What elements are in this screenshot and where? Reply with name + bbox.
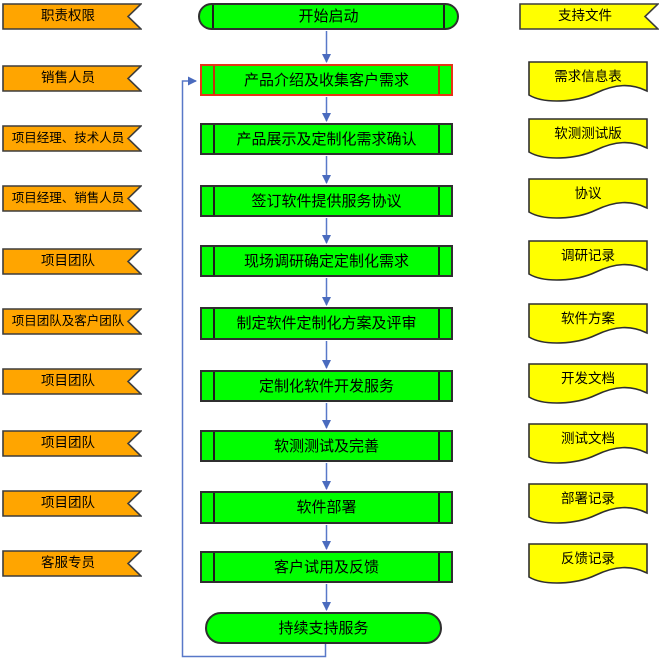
ribbon-shape: [519, 3, 659, 30]
documents-header-ribbon[interactable]: 支持文件: [519, 3, 659, 30]
flow-step[interactable]: 现场调研确定定制化需求: [200, 245, 453, 277]
ribbon-shape: [2, 3, 142, 30]
flow-step-label: 客户试用及反馈: [273, 557, 379, 576]
document-label: 需求信息表: [554, 69, 622, 86]
role-label: 项目团队: [41, 252, 95, 269]
document-outline: [528, 543, 648, 584]
flow-step-selected[interactable]: 产品介绍及收集客户需求: [200, 64, 453, 96]
document-label: 部署记录: [561, 491, 615, 508]
document-shape[interactable]: 协议: [528, 178, 648, 221]
role-label: 职责权限: [41, 7, 95, 24]
flow-step-label: 产品展示及定制化需求确认: [236, 129, 417, 148]
flow-step[interactable]: 客户试用及反馈: [200, 551, 453, 583]
document-shape[interactable]: 开发文档: [528, 363, 648, 406]
document-label: 开发文档: [561, 371, 615, 388]
flow-end-terminator[interactable]: 持续支持服务: [205, 612, 442, 644]
document-shape[interactable]: 软测测试版: [528, 118, 648, 161]
ribbon-shape: [2, 368, 142, 395]
role-label: 项目团队: [41, 434, 95, 451]
flow-step[interactable]: 软测测试及完善: [200, 430, 453, 462]
role-label: 项目团队: [41, 372, 95, 389]
document-label: 调研记录: [561, 248, 615, 265]
role-ribbon[interactable]: 项目团队: [2, 368, 142, 395]
document-outline: [528, 363, 648, 404]
role-ribbon[interactable]: 项目经理、销售人员: [2, 185, 142, 212]
flow-start-terminator[interactable]: 开始启动: [198, 3, 459, 30]
ribbon-shape: [2, 65, 142, 92]
document-outline: [528, 61, 648, 102]
role-label: 客服专员: [41, 554, 95, 571]
document-outline: [528, 118, 648, 159]
document-label: 反馈记录: [561, 551, 615, 568]
ribbon-shape: [2, 308, 142, 335]
role-ribbon[interactable]: 客服专员: [2, 550, 142, 577]
document-outline: [528, 423, 648, 464]
role-ribbon[interactable]: 项目团队: [2, 490, 142, 517]
flow-step-label: 现场调研确定定制化需求: [243, 251, 409, 270]
document-label: 软件方案: [561, 311, 615, 328]
flow-step[interactable]: 产品展示及定制化需求确认: [200, 123, 453, 155]
role-label: 销售人员: [41, 69, 95, 86]
document-shape[interactable]: 反馈记录: [528, 543, 648, 586]
ribbon-shape: [2, 248, 142, 275]
flow-step-label: 软件部署: [296, 498, 357, 516]
document-shape[interactable]: 调研记录: [528, 240, 648, 283]
role-ribbon[interactable]: 项目团队: [2, 430, 142, 457]
document-outline: [528, 178, 648, 219]
flow-step-label: 制定软件定制化方案及评审: [236, 314, 417, 332]
flow-step-label: 签订软件提供服务协议: [251, 191, 402, 210]
ribbon-shape: [2, 550, 142, 577]
document-shape[interactable]: 软件方案: [528, 303, 648, 346]
document-outline: [528, 240, 648, 281]
role-label: 项目经理、销售人员: [11, 190, 125, 206]
role-label: 项目经理、技术人员: [11, 130, 125, 146]
flow-step-label: 定制化软件开发服务: [258, 376, 394, 395]
flow-start-label: 开始启动: [298, 7, 359, 25]
ribbon-shape: [2, 490, 142, 517]
flow-step[interactable]: 签订软件提供服务协议: [200, 185, 453, 217]
role-label: 项目团队: [41, 494, 95, 511]
ribbon-shape: [2, 185, 142, 212]
flow-step-label: 产品介绍及收集客户需求: [243, 70, 409, 89]
role-ribbon-header[interactable]: 职责权限: [2, 3, 142, 30]
role-ribbon[interactable]: 项目经理、技术人员: [2, 125, 142, 152]
document-label: 测试文档: [561, 431, 615, 448]
flow-step-label: 软测测试及完善: [273, 436, 379, 455]
document-outline: [528, 303, 648, 344]
document-shape[interactable]: 需求信息表: [528, 61, 648, 104]
document-shape[interactable]: 部署记录: [528, 483, 648, 526]
ribbon-shape: [2, 125, 142, 152]
document-label: 软测测试版: [554, 126, 622, 143]
document-shape[interactable]: 测试文档: [528, 423, 648, 466]
documents-header-label: 支持文件: [558, 7, 612, 24]
document-outline: [528, 483, 648, 524]
role-label: 项目团队及客户团队: [11, 313, 125, 329]
role-ribbon[interactable]: 项目团队及客户团队: [2, 308, 142, 335]
document-label: 协议: [574, 186, 602, 203]
flow-step[interactable]: 软件部署: [200, 491, 453, 524]
ribbon-shape: [2, 430, 142, 457]
flow-step[interactable]: 制定软件定制化方案及评审: [200, 307, 453, 340]
flow-end-label: 持续支持服务: [278, 618, 369, 637]
flow-step[interactable]: 定制化软件开发服务: [200, 370, 453, 402]
role-ribbon[interactable]: 项目团队: [2, 248, 142, 275]
role-ribbon[interactable]: 销售人员: [2, 65, 142, 92]
